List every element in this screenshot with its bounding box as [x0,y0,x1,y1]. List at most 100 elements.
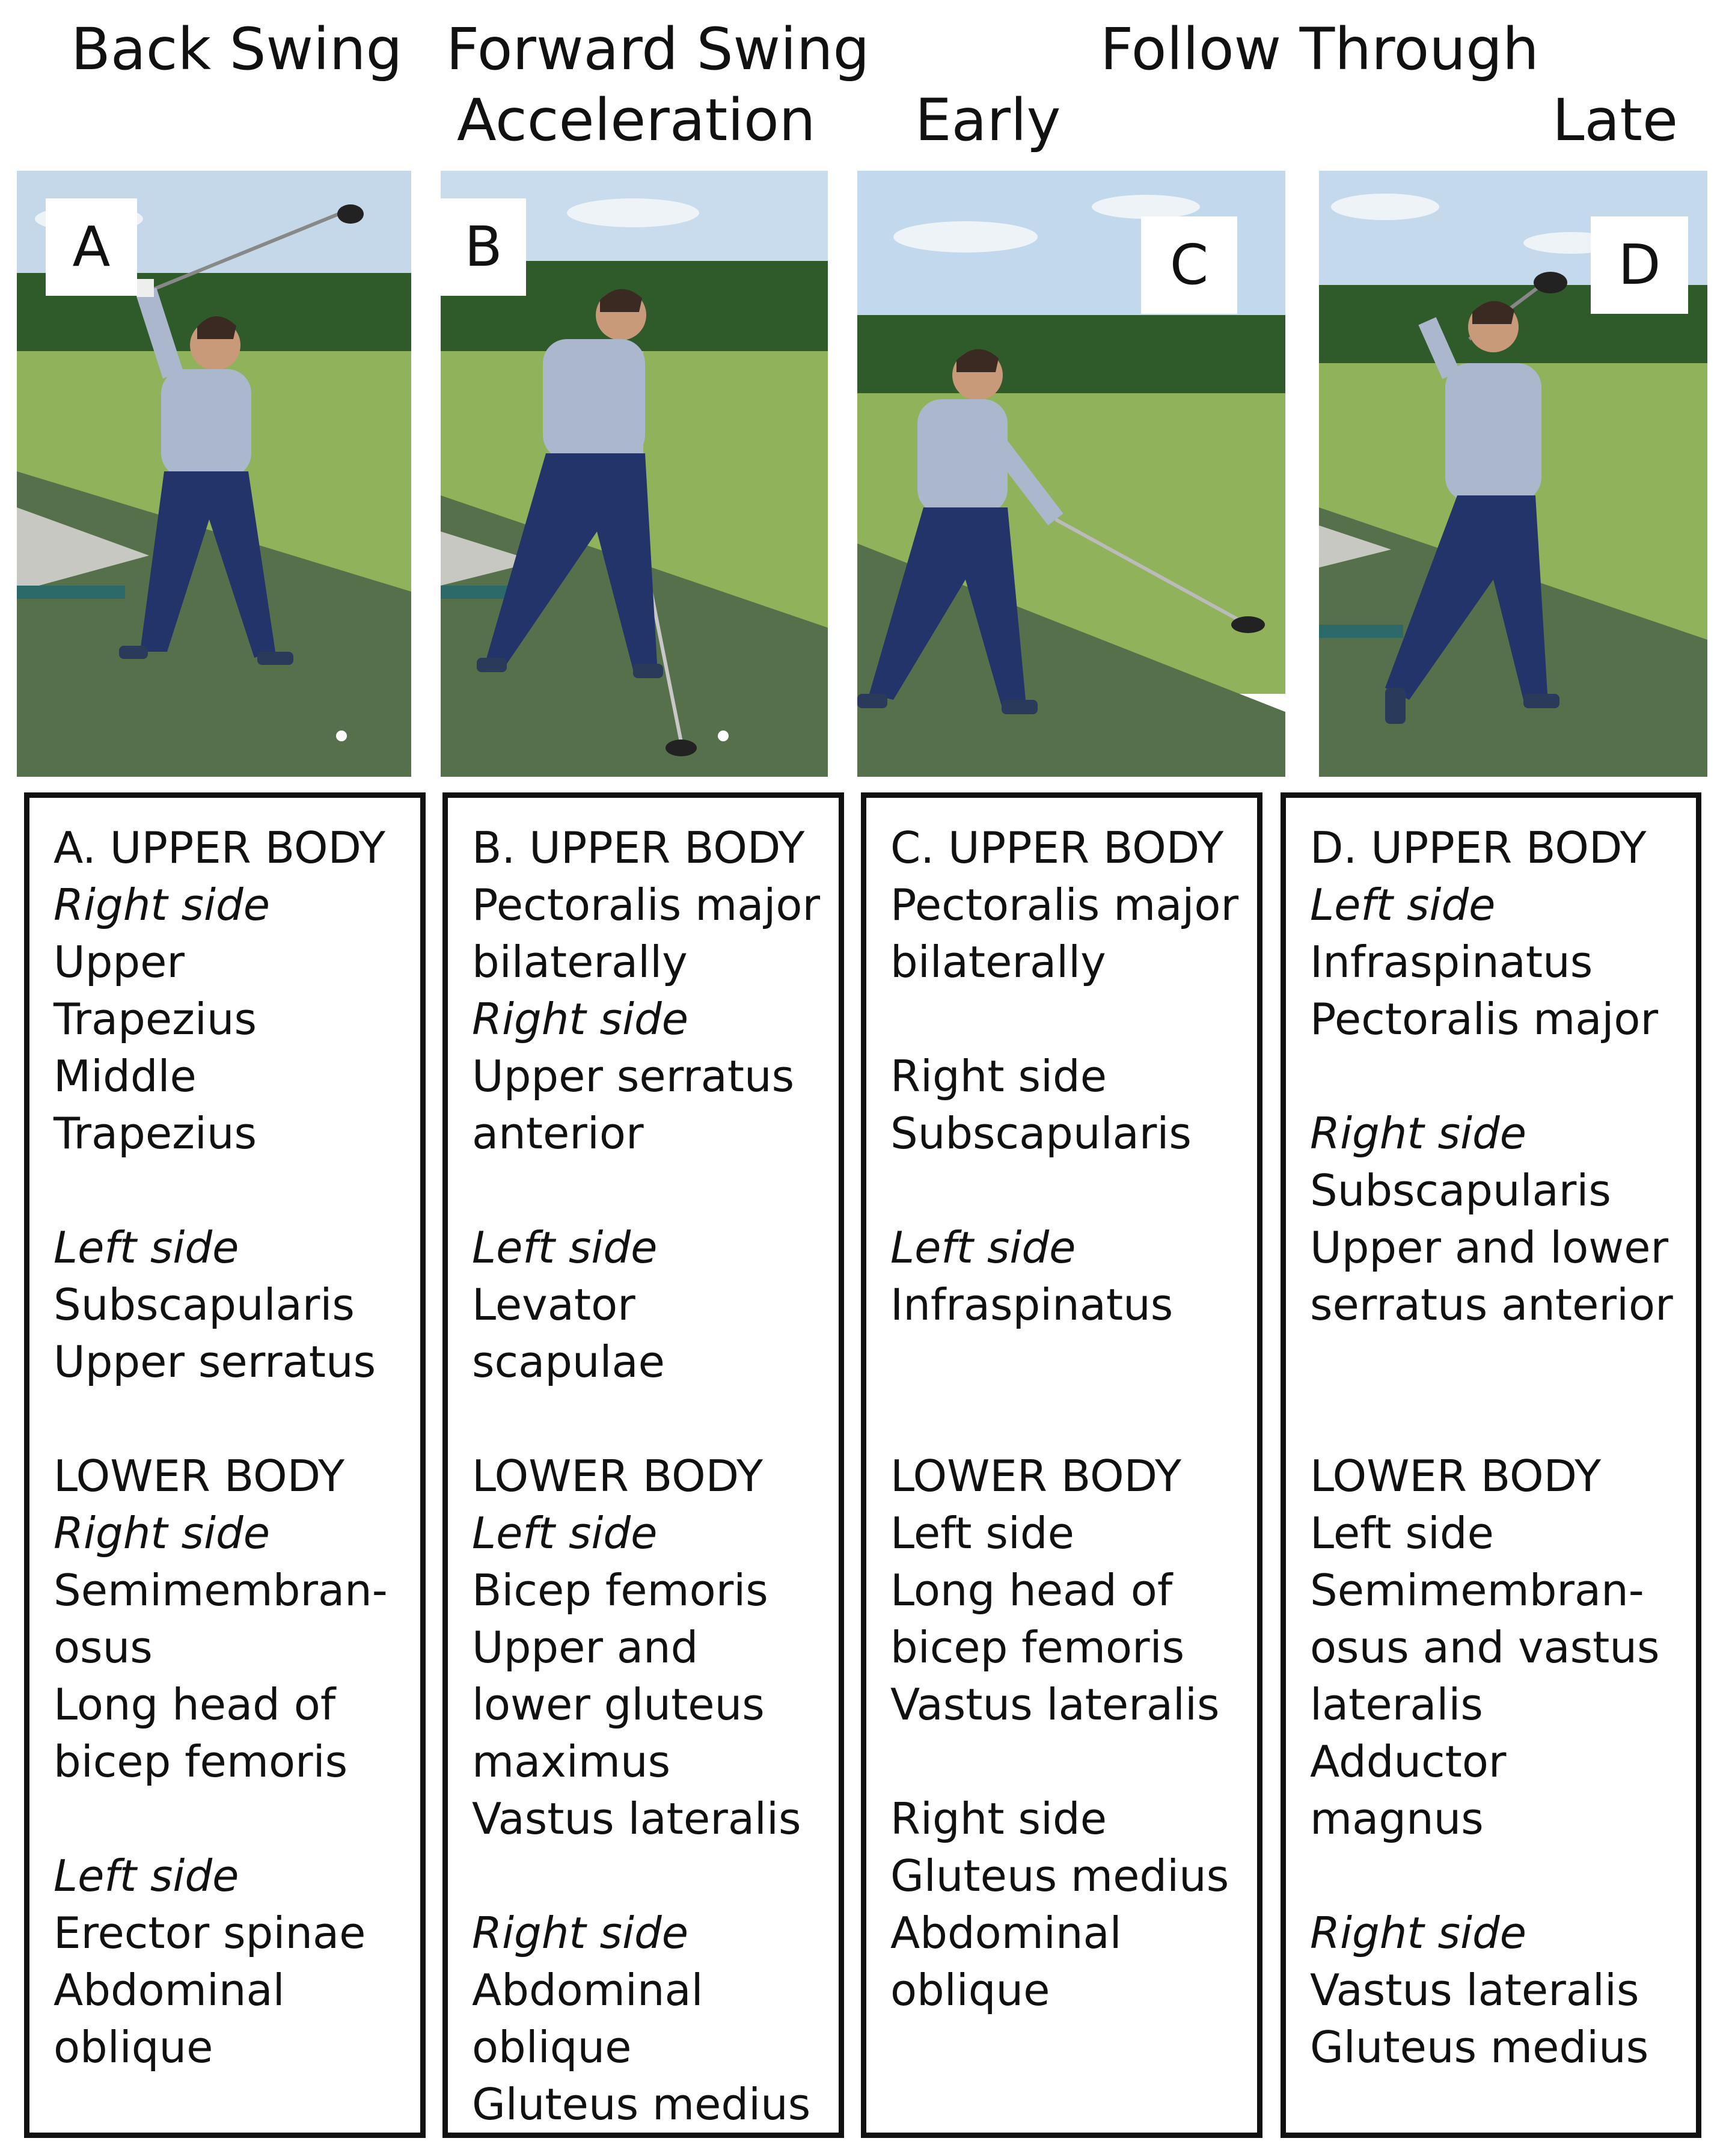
panel-muscle-line: Adductor [1310,1736,1507,1787]
panel-muscle-line: Right side [890,1793,1107,1844]
panel-muscle-line: Pectoralis major [890,880,1239,930]
panel-side-label: Left side [54,1222,239,1273]
panel-muscle-line: bicep femoris [54,1736,348,1787]
header-back-swing: Back Swing [71,16,403,83]
panel-muscle-line: Upper serratus [54,1337,376,1387]
panel-muscle-line: magnus [1310,1793,1484,1844]
panel-side-label: Right side [1310,1108,1526,1159]
panel-spacer [472,1391,839,1448]
panel-muscle-line: Subscapularis [890,1108,1192,1159]
panel-muscle-line: oblique [472,2022,632,2072]
header-forward-swing: Forward Swing [446,16,870,83]
panel-muscle-line: Left side [890,1508,1074,1558]
panel-muscle-line: Gluteus medius [1310,2022,1649,2072]
photo-tag-a: A [46,198,137,296]
panel-spacer [1310,1048,1696,1105]
panel-muscle-line: anterior [472,1108,644,1159]
panel-muscle-line: serratus anterior [1310,1279,1673,1330]
panel-spacer [890,1391,1257,1448]
panel-title: D. UPPER BODY [1310,822,1647,873]
panel-muscle-line: Middle [54,1051,197,1101]
photo-late-follow-through: D [1319,171,1707,777]
panel-spacer [890,991,1257,1048]
panel-section-heading: LOWER BODY [54,1451,345,1501]
panel-muscle-line: Left side [1310,1508,1494,1558]
panel-muscle-line: Upper and [472,1622,699,1673]
photo-acceleration: B [441,171,828,777]
panel-muscle-line: Upper and lower [1310,1222,1669,1273]
header-follow-through: Follow Through [1100,16,1539,83]
panel-section-heading: LOWER BODY [890,1451,1182,1501]
panel-muscle-line: Infraspinatus [1310,937,1593,987]
panel-muscle-line: Trapezius [54,1108,257,1159]
panel-side-label: Right side [54,880,270,930]
panel-muscle-line: Semimembran- [54,1565,388,1615]
panel-muscle-line: osus [54,1622,153,1673]
panel-spacer [1310,1848,1696,1905]
panel-muscle-line: Levator [472,1279,635,1330]
panel-spacer [1310,1334,1696,1391]
panel-muscle-line: Vastus lateralis [1310,1965,1639,2015]
panel-side-label: Right side [1310,1908,1526,1958]
photo-early-follow-through: C [857,171,1285,777]
panel-side-label: Left side [1310,880,1496,930]
panel-side-label: Right side [472,1908,688,1958]
panel-muscle-line: Semimembran- [1310,1565,1644,1615]
panel-section-heading: LOWER BODY [1310,1451,1602,1501]
panel-muscle-line: Gluteus medius [472,2079,811,2130]
panel-side-label: Left side [890,1222,1076,1273]
panel-muscle-line: Right side [890,1051,1107,1101]
panel-muscle-line: Abdominal [472,1965,703,2015]
panel-muscle-line: scapulae [472,1337,665,1387]
panel-spacer [54,1162,420,1219]
panel-muscle-line: Long head of [890,1565,1173,1615]
panel-spacer [472,1848,839,1905]
panel-side-label: Right side [472,994,688,1044]
panel-muscle-line: Infraspinatus [890,1279,1174,1330]
panel-spacer [54,1790,420,1848]
panel-muscle-line: Bicep femoris [472,1565,768,1615]
panel-spacer [472,1162,839,1219]
panel-muscle-line: bilaterally [890,937,1106,987]
panel-muscle-line: oblique [890,1965,1050,2015]
panel-muscle-line: lower gluteus [472,1679,765,1730]
panel-muscle-line: Vastus lateralis [472,1793,801,1844]
panel-spacer [890,1334,1257,1391]
panel-muscle-line: Abdominal [54,1965,285,2015]
panel-muscle-line: Upper serratus [472,1051,795,1101]
panel-muscle-line: bicep femoris [890,1622,1185,1673]
panel-muscle-line: osus and vastus [1310,1622,1660,1673]
panel-muscle-line: Gluteus medius [890,1851,1229,1901]
panel-muscle-line: oblique [54,2022,213,2072]
panel-side-label: Right side [54,1508,270,1558]
panel-muscle-line: Long head of [54,1679,336,1730]
panel-muscle-line: Pectoralis major [472,880,821,930]
panel-muscle-line: Abdominal [890,1908,1122,1958]
panel-b: B. UPPER BODY Pectoralis major bilaterally… [442,792,844,2138]
panel-spacer [1310,1391,1696,1448]
panel-c: C. UPPER BODY Pectoralis major bilaterally… [861,792,1262,2138]
panel-side-label: Left side [472,1222,658,1273]
panel-spacer [890,1733,1257,1790]
panel-muscle-line: Pectoralis major [1310,994,1659,1044]
header-early: Early [915,87,1061,154]
panel-title: C. UPPER BODY [890,822,1224,873]
panel-section-heading: LOWER BODY [472,1451,764,1501]
panel-spacer [890,1162,1257,1219]
photo-back-swing: A [17,171,411,777]
panel-muscle-line: Trapezius [54,994,257,1044]
panel-muscle-line: bilaterally [472,937,688,987]
panel-side-label: Left side [54,1851,239,1901]
panel-muscle-line: Subscapularis [1310,1165,1611,1216]
panel-muscle-line: lateralis [1310,1679,1483,1730]
panel-title: A. UPPER BODY [54,822,385,873]
panel-muscle-line: maximus [472,1736,671,1787]
header-late: Late [1552,87,1679,154]
header-acceleration: Acceleration [457,87,816,154]
panel-muscle-line: Subscapularis [54,1279,355,1330]
panel-side-label: Left side [472,1508,658,1558]
photo-tag-b: B [441,198,526,296]
panel-title: B. UPPER BODY [472,822,805,873]
